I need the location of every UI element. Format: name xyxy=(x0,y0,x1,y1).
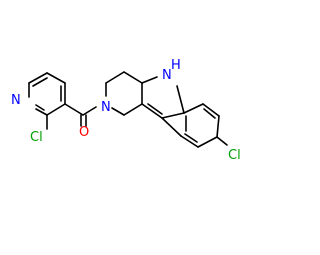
aryl-carbonyl-bond xyxy=(64,103,84,116)
pyridine-ring xyxy=(28,72,66,116)
indole-hydrogen-label: H xyxy=(171,58,181,73)
benzene-ring xyxy=(161,103,220,148)
carbonyl-n-bond xyxy=(82,106,97,116)
carbonyl-double-bond xyxy=(80,114,87,127)
benzo-chlorine-label: Cl xyxy=(228,148,241,163)
tetrahydropyridine-ring xyxy=(105,71,143,116)
amide-nitrogen-label: N xyxy=(101,100,111,115)
benzo-cl-bond xyxy=(216,136,228,146)
pyridine-nitrogen-label: N xyxy=(11,93,21,108)
carbonyl-oxygen-label: O xyxy=(79,125,89,140)
pyridine-chlorine-label: Cl xyxy=(30,130,43,145)
pyrrole-ring xyxy=(141,76,185,119)
structure-canvas: N Cl O N N H Cl xyxy=(11,58,241,163)
molecule-structure: N Cl O N N H Cl xyxy=(11,58,241,163)
indole-nitrogen-label: N xyxy=(162,68,172,83)
